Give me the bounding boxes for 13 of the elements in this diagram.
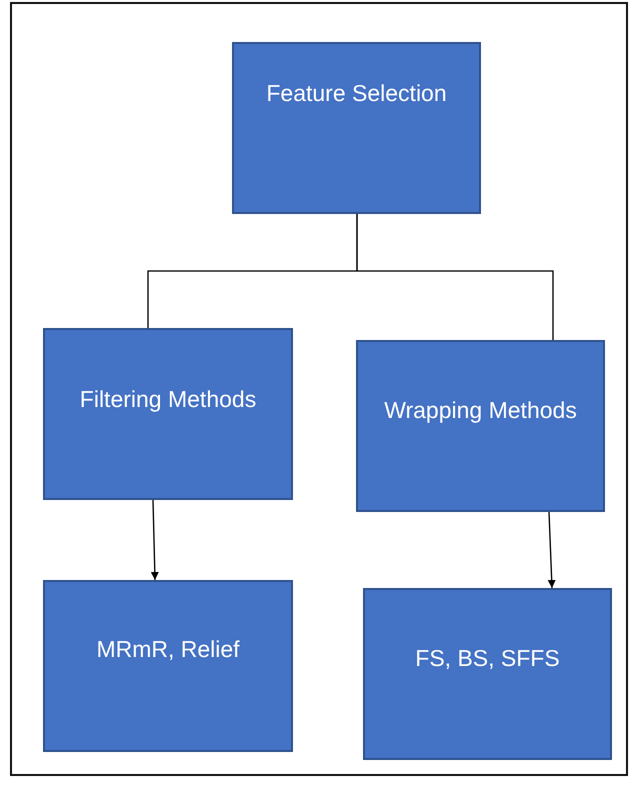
box-label: FS, BS, SFFS — [415, 644, 560, 672]
box-label: Filtering Methods — [80, 386, 256, 412]
process-box — [43, 328, 293, 500]
arrow — [548, 512, 556, 588]
process-box — [363, 588, 612, 760]
connector-line — [356, 214, 554, 340]
process-box — [43, 580, 293, 752]
box-label: MRmR, Relief — [96, 636, 240, 662]
box-label: Feature Selection — [266, 80, 447, 106]
arrow — [150, 500, 159, 580]
process-box — [356, 340, 605, 512]
box-label: Wrapping Methods — [384, 396, 577, 424]
process-box — [232, 42, 481, 214]
